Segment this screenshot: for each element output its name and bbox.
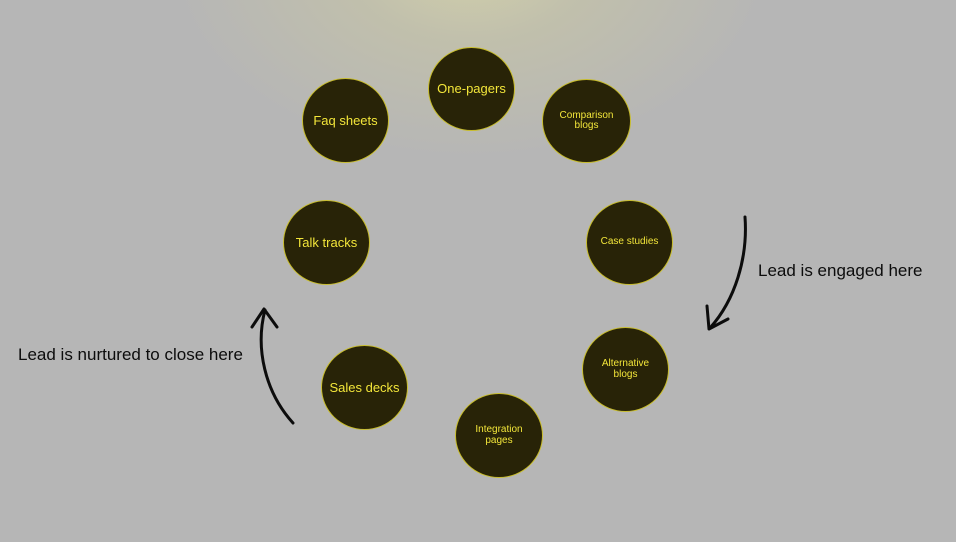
node-label: Alternative blogs [601, 358, 650, 380]
node-label: Faq sheets [313, 112, 378, 128]
nurtured-arrowhead [250, 307, 279, 329]
node-one-pagers: One-pagers [428, 47, 515, 131]
node-label: Talk tracks [295, 234, 358, 250]
node-label: One-pagers [437, 81, 506, 97]
engaged-arrow [708, 215, 747, 330]
node-alternative-blogs: Alternative blogs [582, 327, 669, 412]
node-sales-decks: Sales decks [321, 345, 408, 430]
node-comparison-blogs: Comparison blogs [542, 79, 631, 163]
engaged-arrowhead [705, 304, 730, 331]
node-label: Sales decks [329, 379, 400, 395]
caption-engaged: Lead is engaged here [758, 261, 923, 280]
node-faq-sheets: Faq sheets [302, 78, 389, 163]
node-talk-tracks: Talk tracks [283, 200, 370, 285]
node-integration-pages: Integration pages [455, 393, 543, 478]
node-label: Case studies [600, 236, 659, 248]
node-case-studies: Case studies [586, 200, 673, 285]
caption-nurtured: Lead is nurtured to close here [18, 345, 243, 364]
node-label: Comparison blogs [559, 109, 614, 131]
node-label: Integration pages [475, 424, 523, 446]
nurtured-arrow [259, 308, 295, 425]
